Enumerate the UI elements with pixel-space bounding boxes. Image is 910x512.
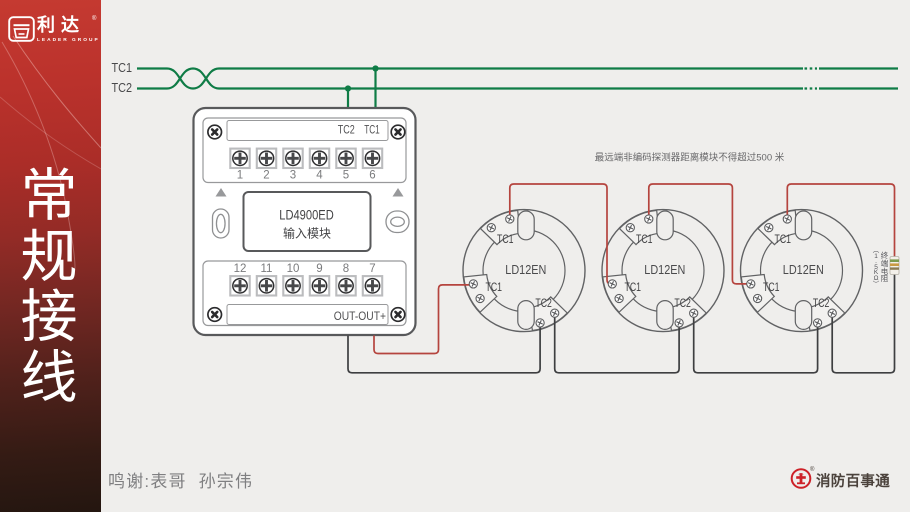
detector-bottom-label: TC2: [535, 298, 552, 310]
svg-text:4: 4: [316, 170, 323, 182]
bus-wires: [137, 67, 898, 107]
bus-lines: TC1 TC2: [112, 60, 898, 107]
svg-text:9: 9: [316, 263, 322, 275]
detector-top-label: TC1: [636, 234, 653, 246]
brand-logo: ® 消防百事通: [790, 466, 910, 492]
module-slot-right: [385, 210, 410, 234]
wire-dark-det3-to-resistor: [831, 274, 896, 374]
sidebar-title-text: 常规接线: [20, 164, 78, 410]
module-label-box: [242, 191, 372, 252]
wire-dark-det2-to-det3: [692, 314, 819, 374]
wire-red-det2-to-det3: [647, 183, 750, 285]
module-mount-slots: [211, 208, 410, 239]
wire-dark-det1-to-det2: [553, 314, 680, 374]
svg-text:7: 7: [369, 263, 375, 275]
detector-bottom-label: TC2: [674, 298, 691, 310]
sidebar: 利达 ® LEADER GROUP 常规接线: [0, 0, 101, 512]
detector-name: LD12EN: [783, 262, 824, 277]
detector-3: LD12EN TC1 TC1 TC2: [739, 208, 864, 333]
bus-junction-dot-tc2: [344, 85, 352, 92]
detector-1: LD12EN TC1 TC1 TC2: [462, 208, 586, 333]
input-module: TC2 TC1 1 2 3 4 5 6 LD4900ED 输入模块: [192, 106, 417, 337]
detector-top-label: TC1: [775, 234, 792, 246]
leader-logo-icon: [8, 16, 35, 42]
module-bottom-terminal-numbers: 12 11 10 9 8 7: [234, 263, 376, 275]
brand-name: 消防百事通: [816, 473, 890, 490]
leader-logo: 利达 ® LEADER GROUP: [8, 16, 98, 46]
detector-name: LD12EN: [644, 262, 685, 277]
module-bottom-strip-label: OUT-OUT+: [334, 309, 386, 323]
module-top-strip-tc1: TC1: [364, 125, 380, 137]
detector-top-label: TC1: [497, 234, 514, 246]
module-bottom-strip: [226, 304, 389, 325]
sidebar-decor-arcs: [0, 35, 101, 269]
leader-logo-en: LEADER GROUP: [37, 38, 100, 43]
wires: [347, 183, 896, 374]
leader-logo-reg: ®: [92, 16, 97, 22]
module-name: LD4900ED: [279, 207, 334, 223]
svg-text:12: 12: [234, 263, 247, 275]
distance-note: 最远端非编码探测器距离模块不得超过500 米: [595, 152, 785, 164]
svg-text:11: 11: [261, 263, 273, 275]
wire-red-det1-to-det2: [508, 183, 612, 285]
module-top-strip: [226, 120, 389, 141]
module-screw-bottom-right: [389, 306, 407, 323]
svg-text:1: 1: [237, 170, 243, 182]
bus-junction-dot-tc1: [372, 65, 379, 72]
module-top-strip-tc2: TC2: [338, 125, 355, 137]
svg-text:5: 5: [343, 170, 349, 182]
resistor-label-name: 终端电阻: [880, 250, 889, 284]
detector-2: LD12EN TC1 TC1 TC2: [601, 208, 725, 333]
detectors: LD12EN TC1 TC1 TC2 LD12EN TC1 TC1 TC2 LD…: [462, 208, 864, 333]
wire-red-module-to-det1: [373, 284, 472, 355]
detector-bottom-label: TC2: [813, 298, 830, 310]
wire-red-det3-to-resistor: [786, 183, 896, 257]
bus-line2-label: TC2: [112, 80, 133, 95]
svg-text:8: 8: [343, 263, 349, 275]
detector-left-label: TC1: [625, 282, 642, 294]
bus-line1-label: TC1: [112, 60, 133, 75]
leader-logo-cn: 利达: [37, 15, 85, 35]
module-triangle-right: [392, 188, 404, 197]
svg-text:6: 6: [369, 170, 375, 182]
wire-dark-module-to-det1: [347, 324, 541, 374]
module-triangle-left: [215, 188, 227, 197]
module-screw-top-right: [389, 123, 407, 141]
terminal-resistor: [889, 256, 900, 275]
credit-text: 鸣谢:表哥 孙宗伟: [108, 471, 254, 491]
brand-reg: ®: [810, 467, 815, 473]
module-screw-top-left: [206, 123, 223, 141]
sidebar-vertical-title: 常规接线: [0, 166, 98, 408]
detector-name: LD12EN: [505, 262, 546, 277]
svg-text:3: 3: [290, 170, 296, 182]
detector-left-label: TC1: [763, 282, 780, 294]
module-top-terminal-numbers: 1 2 3 4 5 6: [237, 170, 376, 182]
svg-text:10: 10: [287, 263, 300, 275]
brand-icon: [790, 468, 812, 489]
detector-left-label: TC1: [486, 282, 503, 294]
bus-wire-tc1: [137, 67, 803, 90]
module-slot-left: [211, 208, 230, 239]
bus-wire-tc2: [137, 67, 803, 90]
module-screw-bottom-left: [206, 306, 223, 323]
svg-text:2: 2: [263, 170, 269, 182]
module-type: 输入模块: [283, 226, 331, 241]
